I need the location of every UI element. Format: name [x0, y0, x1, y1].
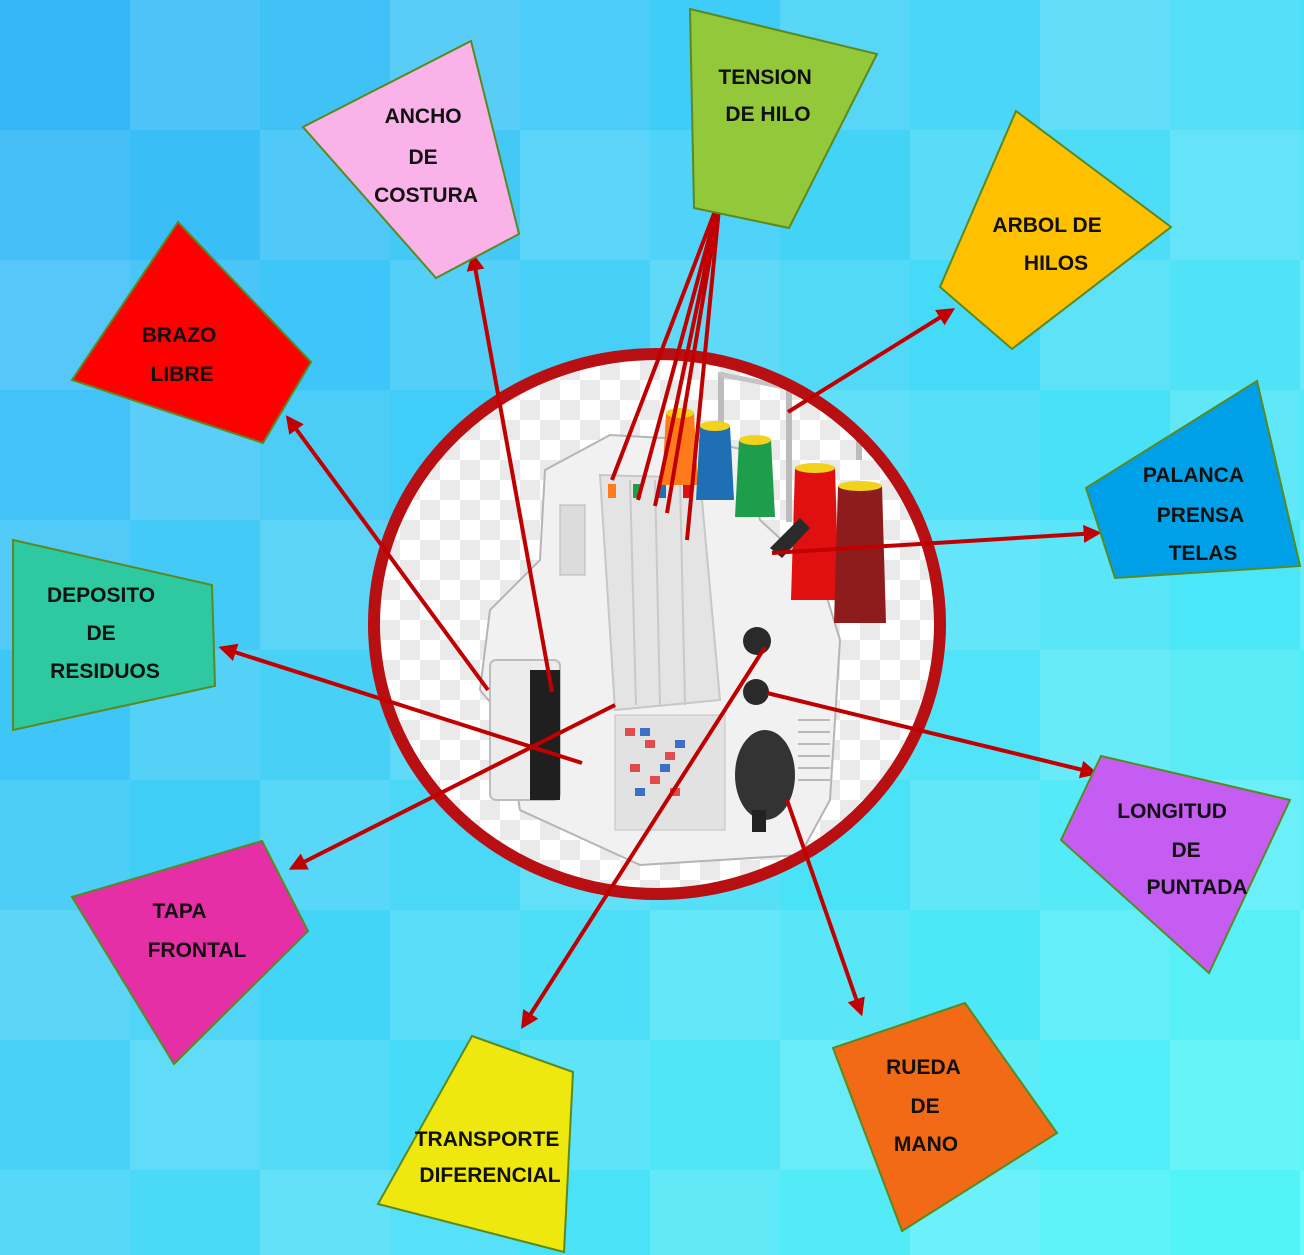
thread-cone	[696, 426, 734, 500]
thread-cone	[834, 486, 886, 623]
label-text: BRAZO LIBRE	[142, 324, 223, 386]
label-text: ARBOL DE HILOS	[992, 214, 1107, 275]
label-arbol-de-hilos: ARBOL DE HILOS	[938, 109, 1173, 351]
arrow-transporte-diferencial	[521, 645, 767, 1030]
arrow-brazo-libre	[285, 415, 490, 692]
arrow-palanca-prensa-telas	[771, 524, 1102, 555]
label-transporte-diferencial: TRANSPORTE DIFERENCIAL	[376, 1034, 575, 1254]
label-text: TENSION DE HILO	[718, 66, 817, 126]
arrow-tension-de-hilo-3	[653, 194, 726, 507]
thread-cone-cap	[739, 435, 771, 445]
arrow-rueda-de-mano	[785, 799, 865, 1017]
label-palanca-prensa-telas: PALANCA PRENSA TELAS	[1084, 379, 1302, 580]
label-deposito-de-residuos: DEPOSITO DE RESIDUOS	[12, 538, 217, 732]
arrow-ancho-de-costura	[466, 252, 554, 693]
arrow-tension-de-hilo-4	[665, 194, 727, 514]
label-text: DEPOSITO DE RESIDUOS	[47, 584, 161, 683]
arrow-tension-de-hilo-1	[610, 194, 724, 481]
thread-cone-cap	[795, 463, 835, 473]
label-ancho-de-costura: ANCHO DE COSTURA	[301, 39, 521, 280]
thread-cone	[735, 440, 775, 517]
label-text: TAPA FRONTAL	[148, 900, 247, 962]
label-text: RUEDA DE MANO	[886, 1056, 966, 1156]
thread-cone-cap	[666, 408, 694, 418]
label-text: LONGITUD DE PUNTADA	[1117, 800, 1247, 899]
label-tension-de-hilo: TENSION DE HILO	[688, 7, 879, 230]
arrow-arbol-de-hilos	[786, 308, 956, 414]
thread-cone-cap	[838, 481, 882, 491]
arrow-tapa-frontal	[288, 703, 616, 870]
thread-cone	[791, 468, 839, 600]
thread-cone-cap	[700, 421, 730, 431]
arrow-deposito-de-residuos	[218, 643, 583, 765]
thread-cones	[662, 408, 886, 623]
pointer-arrows	[218, 194, 1102, 1030]
label-text: PALANCA PRENSA TELAS	[1143, 464, 1249, 565]
label-rueda-de-mano: RUEDA DE MANO	[831, 1001, 1059, 1233]
arrow-tension-de-hilo-5	[685, 194, 728, 541]
label-tapa-frontal: TAPA FRONTAL	[70, 839, 310, 1066]
label-text: TRANSPORTE DIFERENCIAL	[415, 1128, 566, 1187]
label-text: ANCHO DE COSTURA	[374, 105, 478, 207]
arrow-longitud-de-puntada	[766, 691, 1099, 779]
label-brazo-libre: BRAZO LIBRE	[70, 220, 313, 445]
label-longitud-de-puntada: LONGITUD DE PUNTADA	[1059, 754, 1292, 975]
arrow-tension-de-hilo-2	[636, 194, 725, 501]
